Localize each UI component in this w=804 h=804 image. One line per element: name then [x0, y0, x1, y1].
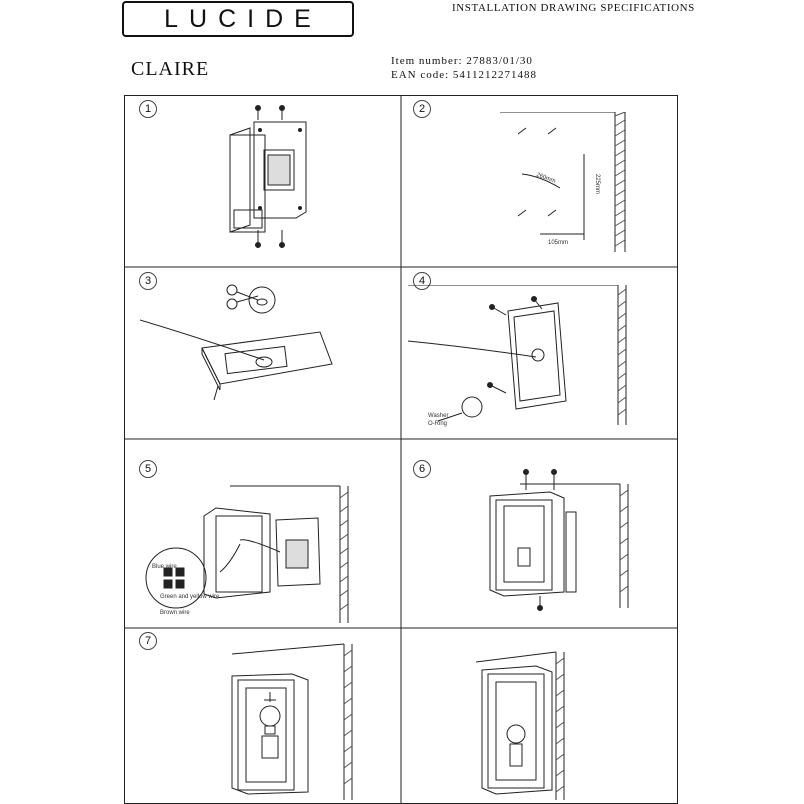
washer-label: Washer: [428, 413, 448, 419]
step-number-2: 2: [413, 100, 431, 118]
dimension-label-105: 105mm: [548, 240, 568, 246]
step-number-6: 6: [413, 460, 431, 478]
step-number-5: 5: [139, 460, 157, 478]
dimension-label-260: 260mm: [535, 172, 556, 184]
o-ring-label: O-Ring: [428, 421, 447, 427]
product-name: CLAIRE: [131, 58, 210, 80]
step-7-illustration-right: [476, 651, 565, 800]
step-number-3: 3: [139, 272, 157, 290]
item-number: Item number: 27883/01/30: [391, 55, 533, 67]
step-5-illustration: Blue wire Green and yellow wire Brown wi…: [145, 485, 349, 623]
step-number-1: 1: [139, 100, 157, 118]
blue-wire-label: Blue wire: [152, 564, 177, 570]
lucide-logo: LUCIDE: [122, 1, 354, 37]
step-6-illustration: [489, 469, 629, 611]
brown-wire-label: Brown wire: [160, 610, 190, 616]
step-2-illustration: 260mm 225mm 105mm: [500, 112, 626, 252]
green-yellow-wire-label: Green and yellow wire: [160, 594, 220, 600]
step-7-illustration-left: [231, 643, 353, 800]
ean-code: EAN code: 5411212271488: [391, 69, 538, 81]
step-4-illustration: Washer O-Ring: [408, 285, 627, 427]
step-1-illustration: [229, 105, 307, 248]
dimension-label-225: 225mm: [594, 174, 600, 194]
step-number-7: 7: [139, 632, 157, 650]
step-3-illustration: [140, 284, 333, 400]
document-title: INSTALLATION DRAWING SPECIFICATIONS: [452, 2, 695, 14]
grid-lines: [124, 95, 678, 804]
